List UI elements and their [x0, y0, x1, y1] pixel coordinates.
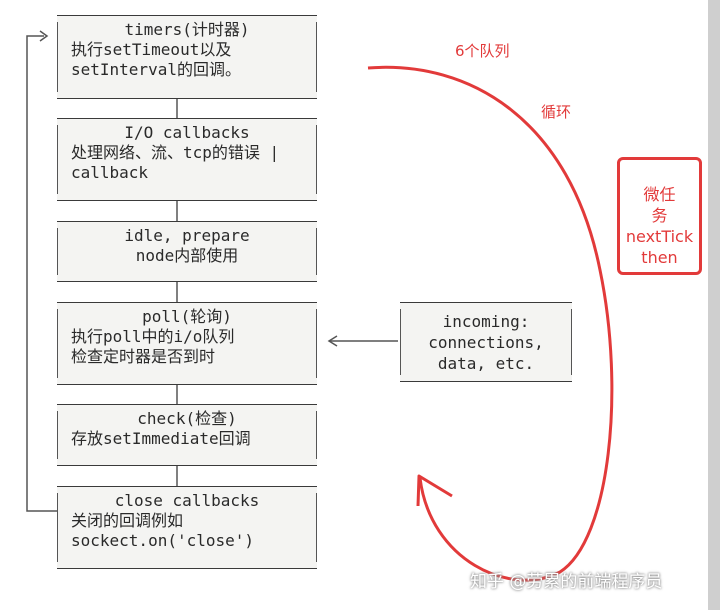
phase-line: node内部使用 — [135, 246, 239, 265]
microtask-line: 务 — [651, 206, 668, 225]
phase-line: 执行poll中的i/o队列 — [71, 327, 235, 346]
phase-title: idle, prepare — [124, 226, 250, 245]
incoming-box: incoming: connections, data, etc. — [400, 302, 572, 382]
phase-line: 处理网络、流、tcp的错误 | — [71, 143, 280, 162]
background-edge — [708, 0, 720, 610]
phase-line: sockect.on('close') — [71, 531, 255, 550]
phase-title: close callbacks — [114, 491, 260, 510]
phase-line: callback — [71, 163, 149, 182]
red-loop-arrowhead — [416, 474, 453, 507]
phase-line: setInterval的回调。 — [71, 60, 241, 79]
phase-title: check(检查) — [137, 409, 237, 428]
loop-annotation: 循环 — [541, 103, 572, 121]
phase-title: I/O callbacks — [124, 123, 250, 142]
phase-close-callbacks: close callbacks 关闭的回调例如 sockect.on('clos… — [57, 486, 317, 569]
microtask-line: nextTick — [625, 227, 694, 246]
microtask-line: 微任 — [643, 185, 676, 204]
incoming-line: data, etc. — [437, 354, 535, 373]
microtask-line: then — [641, 248, 678, 267]
phase-line: 关闭的回调例如 — [71, 511, 184, 530]
watermark: 知乎 @劳累的前端程序员 — [470, 572, 663, 592]
queue-count-annotation: 6个队列 — [455, 42, 510, 60]
phase-check: check(检查) 存放setImmediate回调 — [57, 404, 317, 466]
phase-line: 检查定时器是否到时 — [71, 347, 216, 366]
phase-title: poll(轮询) — [142, 307, 232, 326]
phase-title: timers(计时器) — [124, 20, 250, 39]
red-loop-arrow — [367, 65, 614, 582]
phase-idle-prepare: idle, prepare node内部使用 — [57, 221, 317, 282]
microtask-box: 微任 务 nextTick then — [617, 157, 702, 275]
phase-timers: timers(计时器) 执行setTimeout以及 setInterval的回… — [57, 15, 317, 99]
incoming-line: incoming: — [442, 312, 530, 331]
loop-back-line — [26, 35, 57, 512]
incoming-line: connections, — [428, 333, 544, 352]
phase-line: 存放setImmediate回调 — [71, 429, 251, 448]
phase-io-callbacks: I/O callbacks 处理网络、流、tcp的错误 | callback — [57, 118, 317, 201]
incoming-arrowhead — [327, 335, 338, 347]
phase-poll: poll(轮询) 执行poll中的i/o队列 检查定时器是否到时 — [57, 302, 317, 385]
loop-back-arrowhead — [39, 30, 49, 42]
phase-line: 执行setTimeout以及 — [71, 40, 232, 59]
